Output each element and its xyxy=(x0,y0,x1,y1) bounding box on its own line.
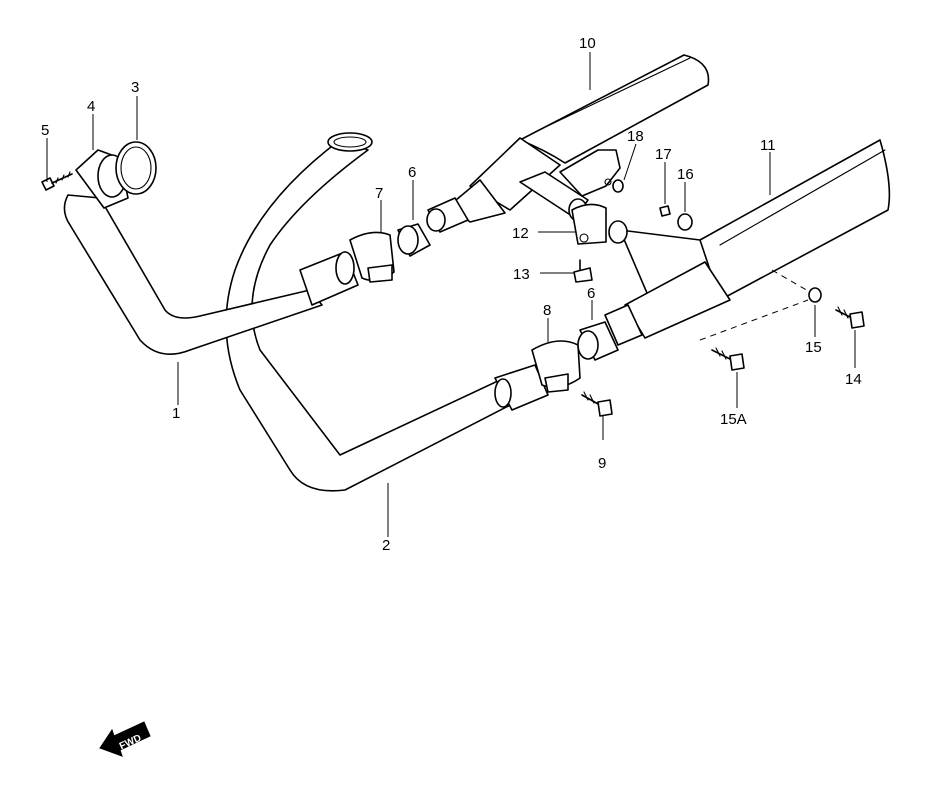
callout-6-lower: 6 xyxy=(587,285,595,302)
callout-12: 12 xyxy=(512,225,529,242)
callout-8: 8 xyxy=(543,302,551,319)
callout-15: 15 xyxy=(805,339,822,356)
bolt-13 xyxy=(573,259,593,283)
muffler-bracket xyxy=(559,149,621,197)
callout-14: 14 xyxy=(845,371,862,388)
clamp-12 xyxy=(571,203,607,245)
exhaust-pipe-rear xyxy=(225,132,549,492)
callout-7: 7 xyxy=(375,185,383,202)
connector-6-lower xyxy=(577,321,619,361)
callout-11: 11 xyxy=(760,137,776,154)
alignment-line-15a xyxy=(699,299,809,341)
callout-9: 9 xyxy=(598,455,606,472)
callout-1: 1 xyxy=(172,405,180,422)
muffler-front xyxy=(604,139,891,346)
alignment-line-14 xyxy=(771,269,811,293)
washer-15 xyxy=(808,287,822,303)
washer-16 xyxy=(677,213,693,231)
callout-15a: 15A xyxy=(720,411,747,428)
bolt-9 xyxy=(581,391,613,417)
bolt-5 xyxy=(41,171,73,191)
muffler-rear xyxy=(426,54,710,233)
callout-2: 2 xyxy=(382,537,390,554)
bolt-15a xyxy=(711,347,745,371)
callout-5: 5 xyxy=(41,122,49,139)
callout-10: 10 xyxy=(579,35,596,52)
connector-6-upper xyxy=(397,223,431,257)
flange-and-gasket xyxy=(75,141,157,209)
clamp-7 xyxy=(349,231,395,283)
fwd-arrow-icon: FWD xyxy=(99,721,151,757)
callout-3: 3 xyxy=(131,79,139,96)
leader-lines xyxy=(46,52,856,537)
callout-4: 4 xyxy=(87,98,95,115)
washer-18 xyxy=(612,179,624,193)
bolt-14 xyxy=(835,306,865,329)
clamp-8 xyxy=(531,340,581,393)
callout-16: 16 xyxy=(677,166,694,183)
callout-13: 13 xyxy=(513,266,530,283)
callout-17: 17 xyxy=(655,146,672,163)
callout-18: 18 xyxy=(627,128,644,145)
exhaust-pipe-front xyxy=(63,194,359,356)
nut-17 xyxy=(659,205,671,217)
callout-labels: 1 2 3 4 5 6 6 7 8 9 10 11 12 13 14 15 15… xyxy=(41,35,862,554)
callout-6-upper: 6 xyxy=(408,164,416,181)
